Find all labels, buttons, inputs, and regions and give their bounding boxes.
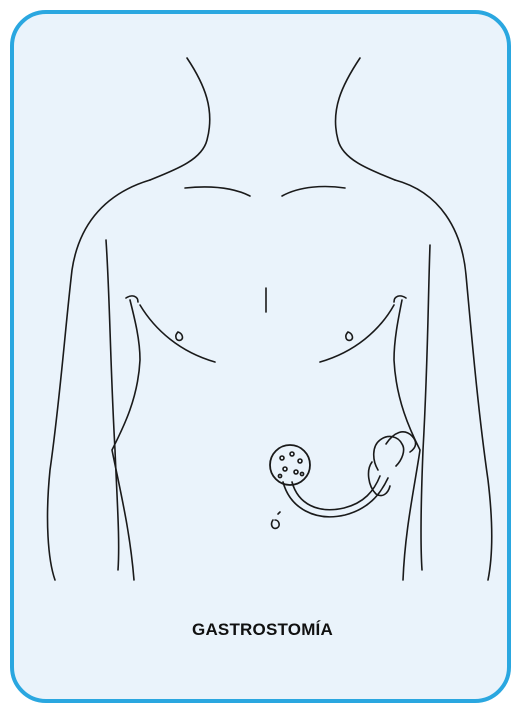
left-arm-inner	[106, 240, 119, 570]
neck-right-line	[335, 58, 395, 180]
right-nipple	[346, 332, 353, 340]
right-armpit	[394, 296, 406, 302]
navel	[272, 520, 280, 528]
left-armpit	[126, 296, 138, 302]
left-collarbone	[185, 187, 250, 196]
torso-left-side	[112, 300, 140, 580]
right-arm-inner	[421, 245, 430, 570]
left-nipple	[176, 332, 183, 340]
figure-caption: GASTROSTOMÍA	[0, 620, 525, 640]
right-pectoral	[320, 305, 394, 362]
right-collarbone	[282, 187, 345, 196]
neck-left-line	[150, 58, 210, 180]
left-shoulder-arm-outer	[48, 180, 150, 580]
gastrostomy-disc	[270, 445, 310, 485]
navel-mark	[278, 512, 280, 514]
